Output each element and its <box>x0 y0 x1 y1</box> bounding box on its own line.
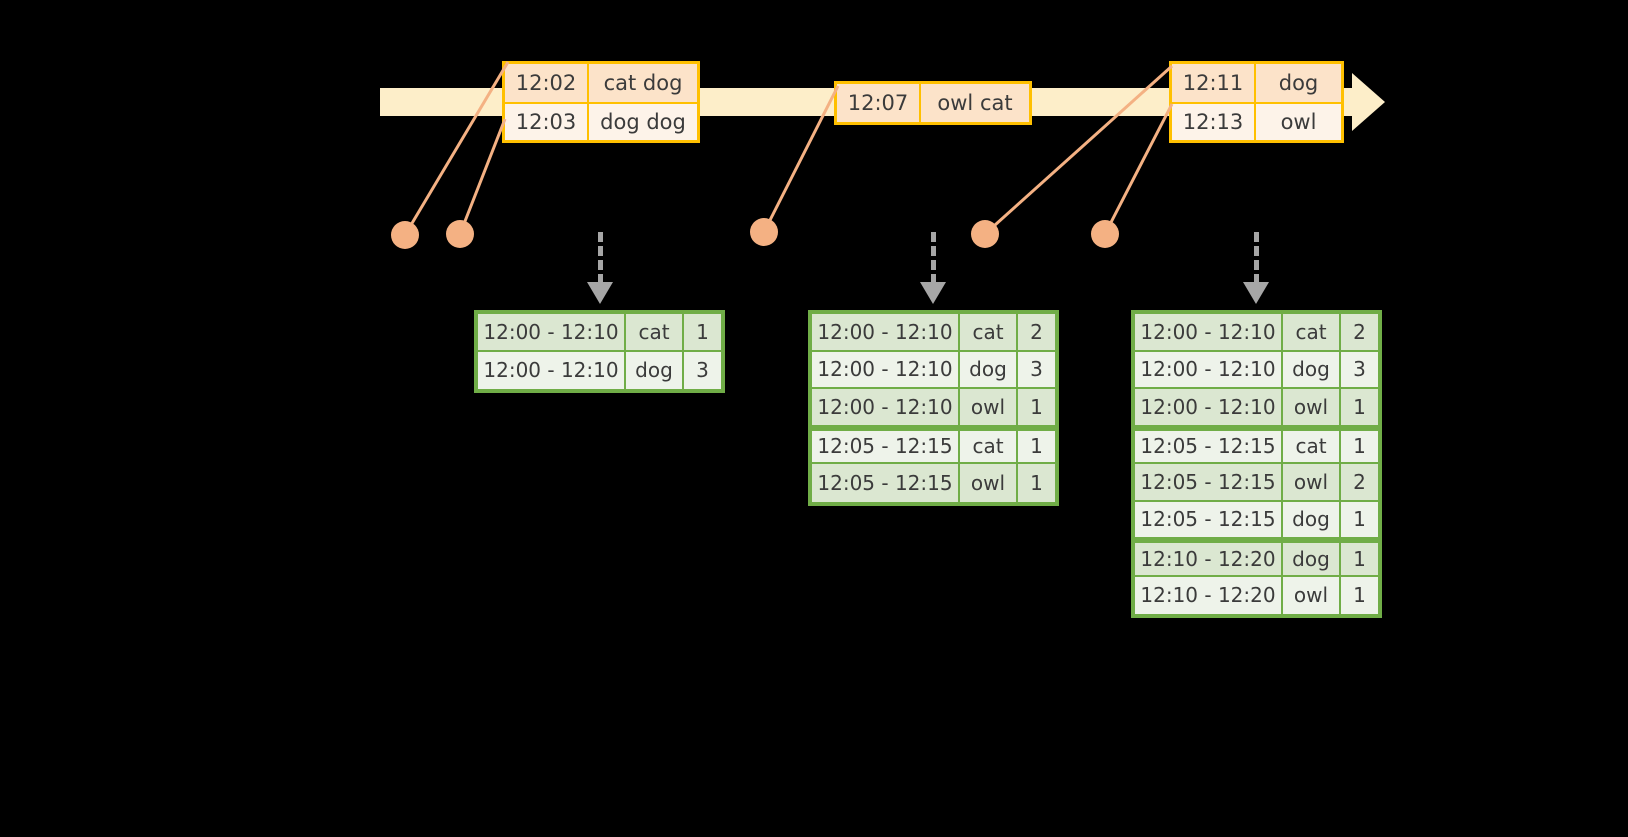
cell-count: 2 <box>1018 314 1055 352</box>
arrow-shaft <box>931 232 936 284</box>
cell-count: 1 <box>1341 501 1378 539</box>
cell-word: cat <box>1283 430 1341 464</box>
event-box-1207[interactable]: 12:07 owl cat <box>834 81 1032 125</box>
cell-window: 12:00 - 12:10 <box>478 351 626 389</box>
cell-count: 1 <box>684 314 721 352</box>
event-words: dog <box>1278 71 1319 95</box>
event-dot-marker[interactable] <box>750 218 778 246</box>
cell-word: cat <box>626 314 684 352</box>
cell-window: 12:05 - 12:15 <box>812 430 960 464</box>
emit-arrow-icon <box>587 232 613 310</box>
cell-count: 1 <box>1018 464 1055 502</box>
cell-window: 12:05 - 12:15 <box>1135 464 1283 502</box>
event-timestamp: 12:03 <box>505 104 589 140</box>
event-stream-timeline: 12:02 cat dog 12:03 dog dog 12:07 owl ca… <box>380 60 1410 143</box>
event-timestamp: 12:13 <box>1172 104 1256 140</box>
arrow-shaft <box>598 232 603 284</box>
cell-word: cat <box>960 430 1018 464</box>
cell-window: 12:05 - 12:15 <box>812 464 960 502</box>
cell-count: 3 <box>1018 351 1055 389</box>
cell-word: owl <box>1283 389 1341 427</box>
cell-window: 12:00 - 12:10 <box>1135 314 1283 352</box>
event-dot-marker[interactable] <box>391 221 419 249</box>
cell-window: 12:00 - 12:10 <box>1135 351 1283 389</box>
event-row: 12:11 dog <box>1172 64 1341 102</box>
event-dot-marker[interactable] <box>1091 220 1119 248</box>
cell-word: dog <box>626 351 684 389</box>
cell-word: owl <box>960 464 1018 502</box>
cell-window: 12:00 - 12:10 <box>812 314 960 352</box>
cell-word: owl <box>1283 464 1341 502</box>
cell-word: cat <box>960 314 1018 352</box>
cell-count: 3 <box>684 351 721 389</box>
event-row: 12:07 owl cat <box>837 84 1029 122</box>
emit-arrow-icon <box>920 232 946 310</box>
cell-word: dog <box>1283 351 1341 389</box>
event-words: owl cat <box>937 91 1013 115</box>
event-dot-marker[interactable] <box>446 220 474 248</box>
cell-window: 12:00 - 12:10 <box>478 314 626 352</box>
event-words: owl <box>1280 110 1317 134</box>
cell-window: 12:05 - 12:15 <box>1135 430 1283 464</box>
cell-window: 12:00 - 12:10 <box>1135 389 1283 427</box>
cell-count: 1 <box>1341 389 1378 427</box>
event-box-1211-1213[interactable]: 12:11 dog 12:13 owl <box>1169 61 1344 143</box>
event-row: 12:13 owl <box>1172 102 1341 140</box>
cell-window: 12:10 - 12:20 <box>1135 576 1283 614</box>
cell-count: 3 <box>1341 351 1378 389</box>
cell-word: dog <box>1283 543 1341 577</box>
event-timestamp: 12:07 <box>837 84 921 122</box>
emit-arrow-icon <box>1243 232 1269 310</box>
cell-count: 1 <box>1341 576 1378 614</box>
cell-word: owl <box>1283 576 1341 614</box>
event-timestamp: 12:02 <box>505 64 589 102</box>
cell-count: 1 <box>1018 389 1055 427</box>
event-dot-marker[interactable] <box>971 220 999 248</box>
arrow-head <box>1243 282 1269 304</box>
event-row: 12:03 dog dog <box>505 102 697 140</box>
cell-count: 2 <box>1341 314 1378 352</box>
cell-word: owl <box>960 389 1018 427</box>
event-row: 12:02 cat dog <box>505 64 697 102</box>
cell-count: 2 <box>1341 464 1378 502</box>
cell-window: 12:00 - 12:10 <box>812 389 960 427</box>
cell-count: 1 <box>1341 543 1378 577</box>
timeline-arrowhead-icon <box>1352 73 1385 131</box>
cell-word: dog <box>960 351 1018 389</box>
event-words: cat dog <box>603 71 683 95</box>
event-box-1202-1203[interactable]: 12:02 cat dog 12:03 dog dog <box>502 61 700 143</box>
event-timestamp: 12:11 <box>1172 64 1256 102</box>
arrow-head <box>587 282 613 304</box>
cell-window: 12:00 - 12:10 <box>812 351 960 389</box>
cell-count: 1 <box>1341 430 1378 464</box>
arrow-shaft <box>1254 232 1259 284</box>
cell-word: cat <box>1283 314 1341 352</box>
cell-word: dog <box>1283 501 1341 539</box>
cell-window: 12:05 - 12:15 <box>1135 501 1283 539</box>
arrow-head <box>920 282 946 304</box>
cell-window: 12:10 - 12:20 <box>1135 543 1283 577</box>
cell-count: 1 <box>1018 430 1055 464</box>
event-words: dog dog <box>600 110 686 134</box>
